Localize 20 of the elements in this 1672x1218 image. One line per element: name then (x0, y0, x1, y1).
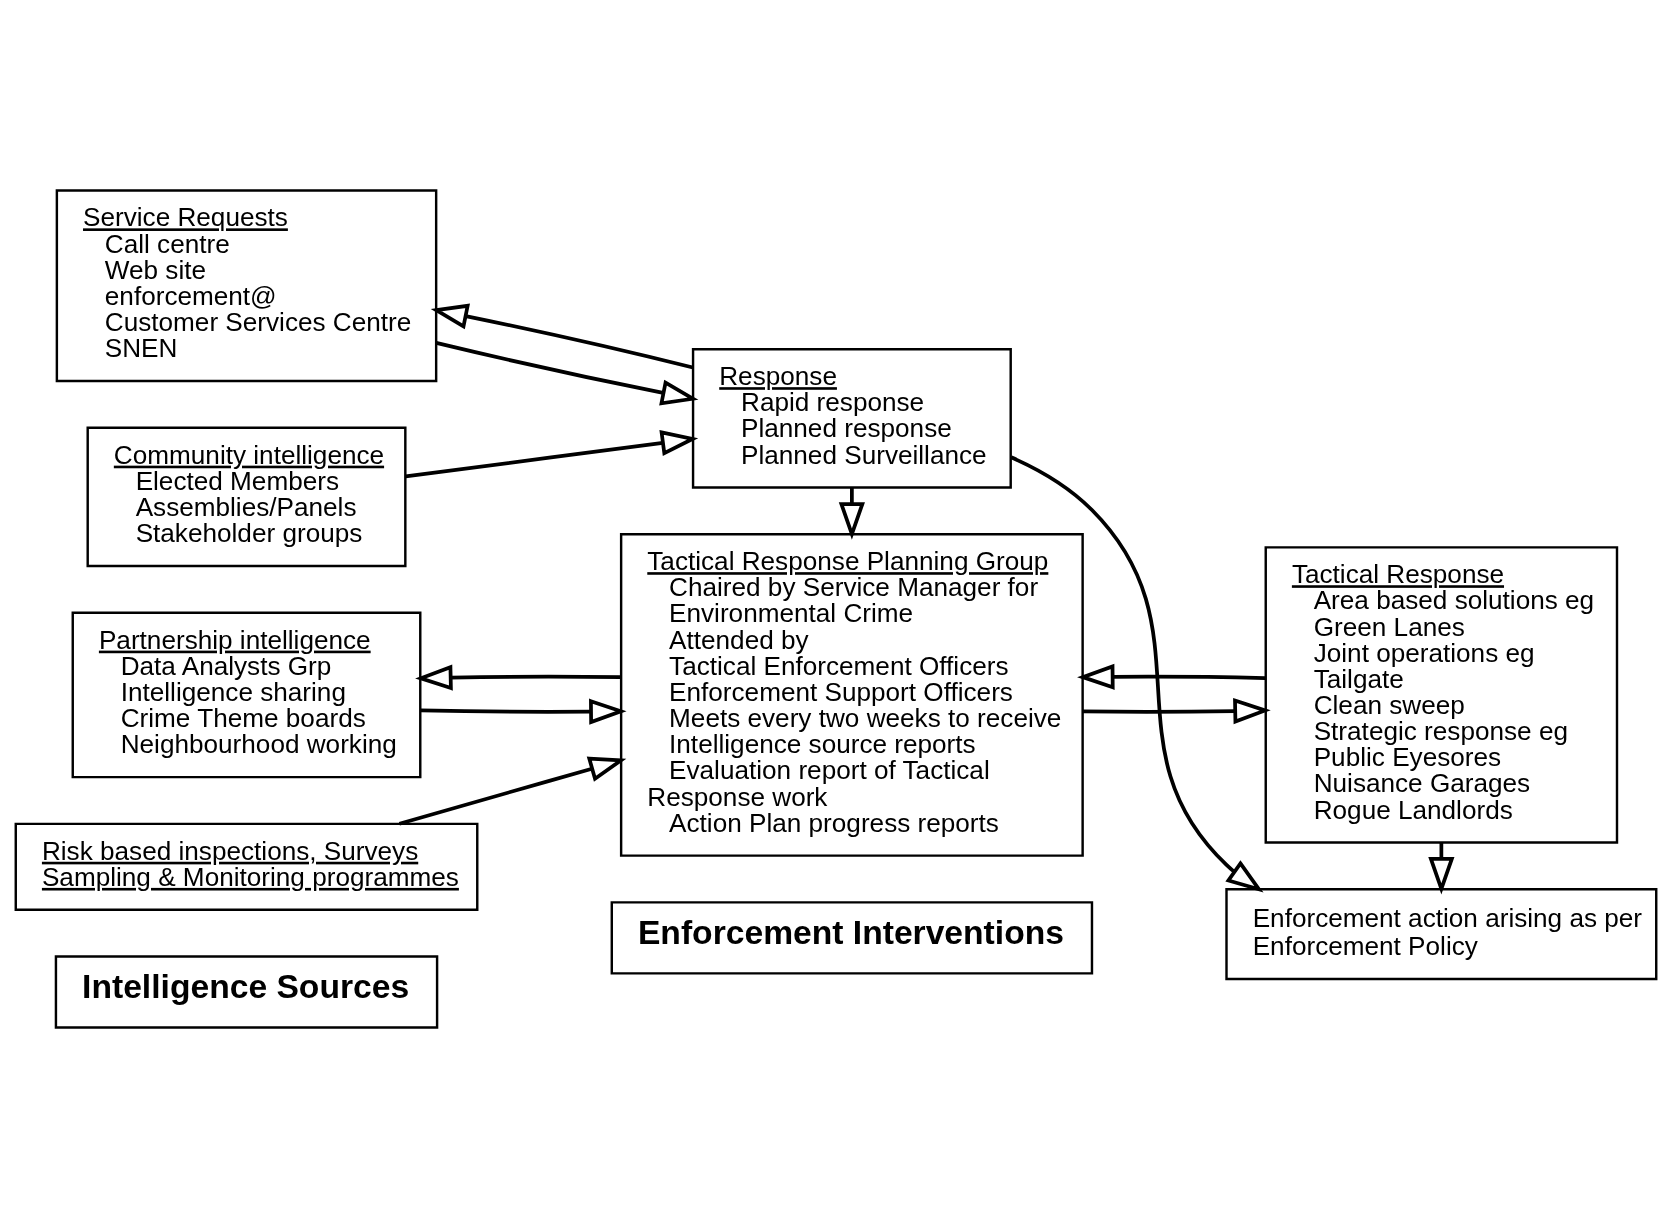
node-box: Community intelligence Elected Members Assemblies/Panels Stakeholder groups (86, 426, 407, 568)
arrow (1082, 698, 1271, 725)
node-box: Tactical Response Planning Group Chaired by Service Manager for Environmental Crime Attended by Tactical Enforcement Officers Enforcement Support Officers Meets every two weeks to receive Intelligence source reports Evaluation report of Tactical Response work Action Plan progress reports (619, 533, 1084, 857)
node-box: Risk based inspections, Surveys Sampling & Monitoring programmes (14, 822, 479, 912)
arrow (415, 664, 621, 691)
arrow (430, 303, 694, 370)
node-box: Tactical Response Area based solutions eg Green Lanes Joint operations eg Tailgate Clean sweep Strategic response eg Public Eyesores Nuisance Garages Rogue Landlords (1264, 546, 1619, 844)
arrow (405, 430, 699, 479)
arrow (838, 487, 865, 540)
arrow (435, 341, 699, 406)
node-box: Partnership intelligence Data Analysts Grp Intelligence sharing Crime Theme boards Neighbourhood working (71, 611, 422, 779)
arrow (398, 756, 627, 826)
node-box: Enforcement Interventions (610, 901, 1094, 975)
node-box: Service Requests Call centre Web site enforcement@ Customer Services Centre SNEN (55, 189, 438, 383)
arrow (420, 698, 627, 725)
node-box: Response Rapid response Planned response Planned Surveillance (691, 348, 1012, 489)
node-box: Enforcement action arising as per Enforcement Policy (1225, 888, 1658, 981)
node-box: Intelligence Sources (54, 955, 439, 1029)
arrow (1010, 455, 1264, 893)
arrow (1077, 663, 1266, 690)
